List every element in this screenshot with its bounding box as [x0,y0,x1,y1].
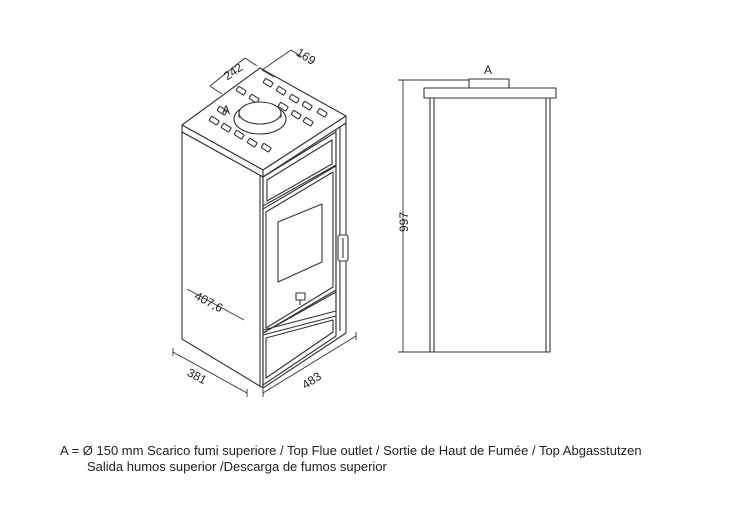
dim-label-depth: 381 [185,365,210,387]
dimension-line-height [398,79,469,353]
ash-drawer-latch-icon [295,292,306,305]
dim-label-depth-top: 169 [294,45,319,68]
caption-line-1: A = Ø 150 mm Scarico fumi superiore / To… [60,443,642,458]
legend-caption: A = Ø 150 mm Scarico fumi superiore / To… [60,443,642,475]
stove-perspective-view: 242 169 407,6 381 483 A [172,45,357,397]
flue-outlet-collar [233,101,287,135]
front-upper-panel [262,131,337,207]
stove-door [262,165,337,334]
top-vent-slots [208,78,328,153]
stove-door-inner-frame [265,171,334,329]
lower-panel-inner [265,319,334,379]
dim-label-width: 483 [299,369,324,392]
front-upper-panel-inner [266,139,333,202]
caption-line-2: Salida humos superior /Descarga de fumos… [87,459,387,474]
dimension-lines-base [172,288,357,397]
stove-side-elevation: 997 A [397,63,557,353]
dim-label-height: 997 [397,212,411,232]
outlet-label-side: A [484,63,492,77]
door-handle-icon [337,234,349,262]
side-flue-outlet [468,78,510,89]
lower-panel [262,315,337,386]
dim-label-width-top: 242 [221,60,246,83]
outlet-label-front: A [222,103,230,117]
side-top-cap [423,87,557,99]
ash-drawer [262,291,337,334]
stove-left-side-panel [181,131,264,389]
side-body [429,97,551,353]
dimension-lines-top [209,49,303,95]
stove-door-glass [277,203,323,283]
